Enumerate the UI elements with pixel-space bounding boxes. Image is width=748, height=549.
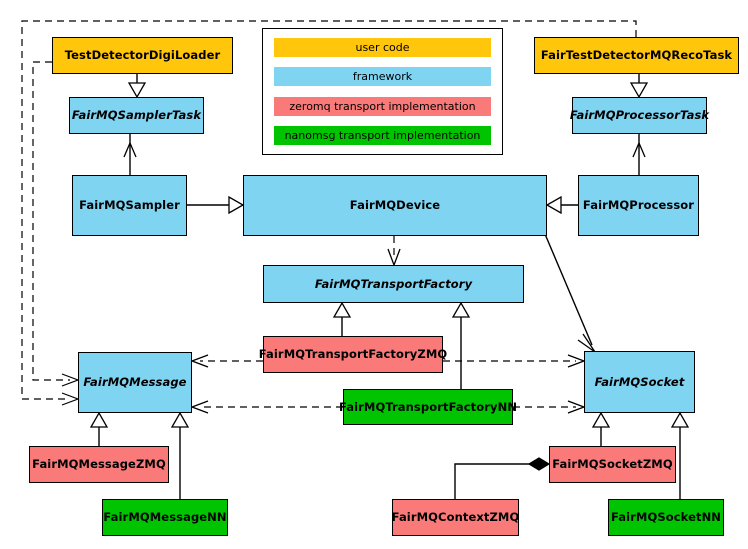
class-label: FairMQTransportFactory [314, 276, 473, 291]
class-label: FairMQMessage [83, 375, 187, 390]
edge-digiloader-generalizes-samplertask [127, 74, 147, 99]
class-box-fairmqdevice[interactable]: FairMQDevice [243, 175, 547, 236]
class-label: FairMQSocketNN [610, 510, 722, 525]
legend-panel: user code framework zeromq transport imp… [262, 28, 503, 155]
legend-item-zeromq: zeromq transport implementation [274, 96, 491, 116]
edge-transportfactorynn-generalizes-transportfactory [451, 301, 471, 389]
edge-transportfactoryzmq-to-socket [443, 354, 586, 368]
class-label: FairMQDevice [349, 198, 441, 213]
edge-socketzmq-generalizes-socket [591, 411, 611, 446]
class-box-fairmqtransportfactorynn[interactable]: FairMQTransportFactoryNN [339, 389, 517, 425]
class-box-fairmqtransportfactory[interactable]: FairMQTransportFactory [263, 265, 524, 303]
class-label: FairMQProcessorTask [569, 108, 710, 123]
edge-transportfactoryzmq-to-message [190, 354, 263, 368]
class-label: FairMQTransportFactoryNN [338, 399, 518, 414]
class-box-fairmqprocessortask[interactable]: FairMQProcessorTask [569, 97, 710, 134]
edge-sampler-generalizes-device [187, 195, 245, 215]
legend-item-label: nanomsg transport implementation [284, 128, 481, 142]
edge-transportfactorynn-to-message [190, 400, 343, 414]
edge-messagezmq-generalizes-message [89, 411, 109, 446]
class-label: FairMQSocketZMQ [552, 457, 673, 472]
legend-item-nanomsg: nanomsg transport implementation [274, 125, 491, 145]
class-box-fairmqsamplertask[interactable]: FairMQSamplerTask [69, 97, 204, 134]
class-box-testdetectordigiloader[interactable]: TestDetectorDigiLoader [52, 37, 233, 74]
legend-item-label: zeromq transport implementation [289, 99, 476, 113]
class-label: FairTestDetectorMQRecoTask [540, 48, 733, 63]
legend-item-framework: framework [274, 67, 491, 87]
edge-processor-to-processortask [632, 134, 646, 175]
class-label: TestDetectorDigiLoader [64, 48, 221, 63]
class-label: FairMQSampler [79, 198, 180, 213]
edge-device-to-transportfactory [387, 236, 401, 267]
class-box-fairmqtransportfactoryzmq[interactable]: FairMQTransportFactoryZMQ [259, 336, 447, 373]
class-label: FairMQContextZMQ [391, 510, 520, 525]
edge-recotask-generalizes-processortask [629, 74, 649, 99]
legend-item-label: user code [355, 41, 410, 54]
edge-sampler-to-samplertask [123, 134, 137, 175]
class-label: FairMQProcessor [582, 198, 695, 213]
class-box-fairmqmessagezmq[interactable]: FairMQMessageZMQ [29, 446, 169, 483]
edge-transportfactoryzmq-generalizes-transportfactory [332, 301, 352, 336]
class-label: FairMQSocket [594, 374, 685, 389]
class-box-fairmqcontextzmq[interactable]: FairMQContextZMQ [392, 499, 519, 536]
edge-socketzmq-composes-contextzmq [454, 457, 551, 499]
legend-item-user-code: user code [274, 38, 491, 57]
edge-messagenn-generalizes-message [170, 411, 190, 499]
edge-device-to-socket [544, 233, 596, 353]
edge-processor-generalizes-device [545, 195, 578, 215]
class-box-fairtestdetectormqrecotask[interactable]: FairTestDetectorMQRecoTask [534, 37, 739, 74]
edge-transportfactorynn-to-socket [513, 400, 586, 414]
class-label: FairMQTransportFactoryZMQ [258, 347, 448, 362]
class-label: FairMQMessageNN [103, 510, 227, 525]
class-box-fairmqmessagenn[interactable]: FairMQMessageNN [102, 499, 228, 536]
class-box-fairmqsocketzmq[interactable]: FairMQSocketZMQ [549, 446, 676, 483]
class-box-fairmqmessage[interactable]: FairMQMessage [78, 352, 192, 413]
legend-item-label: framework [352, 70, 413, 84]
class-box-fairmqsocketnn[interactable]: FairMQSocketNN [608, 499, 724, 536]
class-box-fairmqsampler[interactable]: FairMQSampler [72, 175, 187, 236]
class-box-fairmqprocessor[interactable]: FairMQProcessor [578, 175, 699, 236]
class-label: FairMQSamplerTask [71, 108, 202, 123]
class-box-fairmqsocket[interactable]: FairMQSocket [584, 351, 695, 413]
class-label: FairMQMessageZMQ [32, 457, 166, 472]
